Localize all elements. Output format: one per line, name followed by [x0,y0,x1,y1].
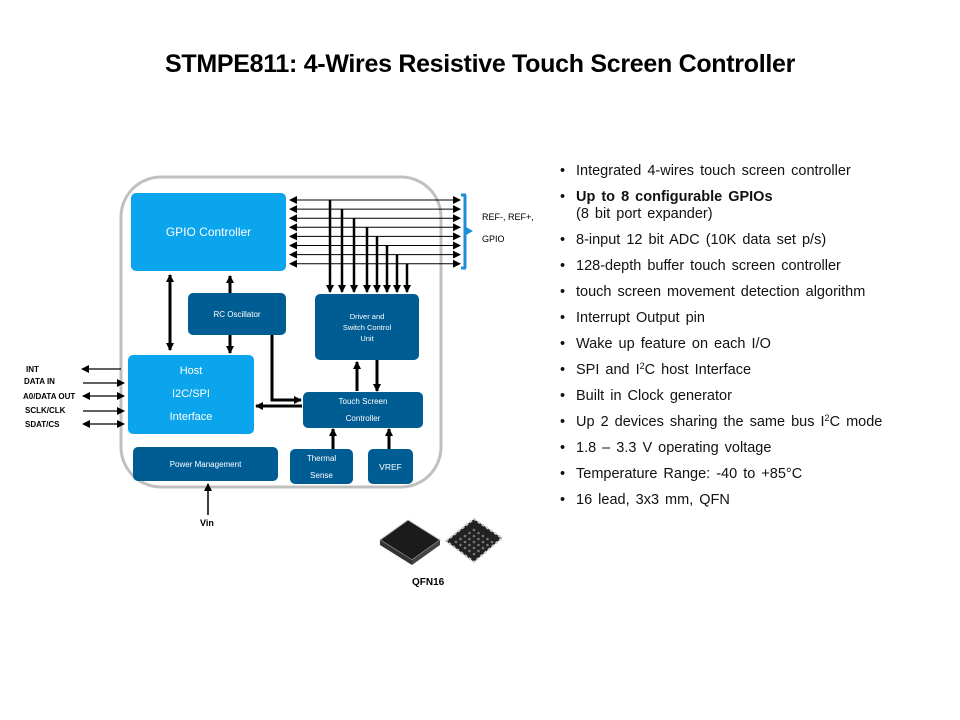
chip-outline [119,175,443,489]
qfn-chip-bottom-image [444,517,504,564]
chip-pad [490,540,494,544]
signal-int-label: INT [26,365,39,374]
chip-pad [486,537,489,541]
chip-pad [468,537,471,541]
chip-pad [454,540,458,544]
ref-label-line2: GPIO [482,234,505,244]
feature-item: SPI and I2C host Interface [558,362,958,380]
feature-item: Temperature Range: -40 to +85°C [558,466,958,483]
chip-pad [472,540,476,544]
feature-item: 1.8 – 3.3 V operating voltage [558,440,958,457]
chip-pad [472,546,476,550]
feature-item: 16 lead, 3x3 mm, QFN [558,492,958,509]
package-label: QFN16 [412,577,445,588]
thermal-sense-block: Thermal Sense [290,449,353,484]
chip-pad [477,549,480,553]
feature-list: Integrated 4-wires touch screen controll… [558,163,958,518]
gpio-drop-lines [326,200,411,293]
chip-pad [463,546,467,550]
driver-switch-control-block: Driver and Switch Control Unit [315,294,419,360]
chip-pad [481,546,485,550]
feature-item: 128-depth buffer touch screen controller [558,258,958,275]
rc-oscillator-block: RC Oscillator [188,293,286,335]
touch-screen-controller-block: Touch Screen Controller [303,392,423,428]
chip-pad [463,540,467,544]
vref-block: VREF [368,449,413,484]
feature-item: Up to 8 configurable GPIOs(8 bit port ex… [558,189,958,223]
qfn-chip-top-image [379,519,441,565]
feature-item: Up 2 devices sharing the same bus I2C mo… [558,414,958,432]
chip-pad [468,543,471,547]
signal-a0-data-out-label: A0/DATA OUT [23,392,76,401]
slide-title: STMPE811: 4-Wires Resistive Touch Screen… [164,50,796,78]
chip-pad [486,543,489,547]
host-interface-block: Host I2C/SPI Interface [128,355,254,434]
chip-pad [481,540,485,544]
chip-pad [459,537,462,541]
feature-item: Wake up feature on each I/O [558,336,958,353]
feature-item: Integrated 4-wires touch screen controll… [558,163,958,180]
signal-vin-label: Vin [200,518,214,528]
chip-pad [472,528,476,532]
signal-data-in-label: DATA IN [24,377,55,386]
feature-item: Interrupt Output pin [558,310,958,327]
signal-sclk-clk-label: SCLK/CLK [25,406,66,415]
chip-pad [468,531,471,535]
chip-pad [468,549,471,553]
chip-pad [477,543,480,547]
chip-pad [472,552,476,556]
gpio-bus-lines [289,196,461,268]
chip-pad [472,534,476,538]
feature-item: 8-input 12 bit ADC (10K data set p/s) [558,232,958,249]
chip-pad [481,534,485,538]
gpio-controller-block: GPIO Controller [131,193,286,271]
chip-pad [463,534,467,538]
chip-pad [477,537,480,541]
chip-pad [477,531,480,535]
feature-item: Built in Clock generator [558,388,958,405]
power-management-block: Power Management [133,447,278,481]
chip-pad [459,543,462,547]
ref-bracket [461,193,473,270]
signal-sdat-cs-label: SDAT/CS [25,420,60,429]
rc-touch-arrow [270,334,302,404]
ref-label-line1: REF-, REF+, [482,212,534,222]
feature-item: touch screen movement detection algorith… [558,284,958,301]
